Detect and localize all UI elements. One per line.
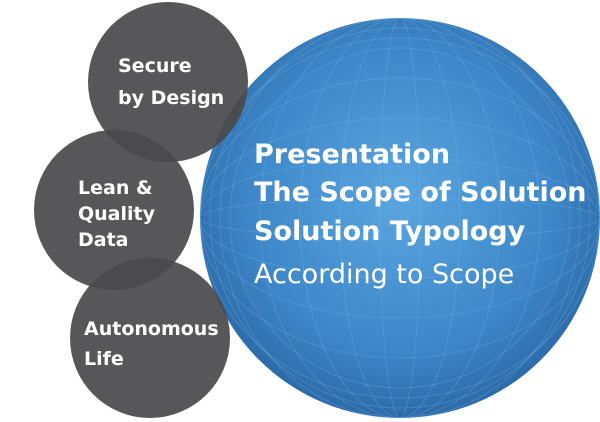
bubble-3-line-2: Life <box>84 348 124 370</box>
bubble-shape <box>70 258 230 418</box>
globe-line-3: Solution Typology <box>254 216 526 247</box>
bubble-shape <box>88 2 248 162</box>
globe-line-1: Presentation <box>254 139 450 170</box>
bubble-lean-quality-data: Lean & Quality Data <box>34 130 194 290</box>
bubble-1-line-2: by Design <box>118 87 224 109</box>
bubble-3-line-1: Autonomous <box>84 318 219 340</box>
bubble-2-line-2: Quality <box>78 203 156 225</box>
bubble-autonomous-life: Autonomous Life <box>70 258 230 418</box>
bubble-secure-by-design: Secure by Design <box>88 2 248 162</box>
bubble-shape <box>34 130 194 290</box>
globe-subtitle: According to Scope <box>254 259 514 290</box>
bubble-2-line-3: Data <box>78 229 129 251</box>
globe-line-2: The Scope of Solution <box>254 177 587 208</box>
globe-grid <box>200 18 600 418</box>
globe: Presentation The Scope of Solution Solut… <box>200 18 600 418</box>
bubble-1-line-1: Secure <box>118 55 192 77</box>
globe-sphere <box>200 18 600 418</box>
bubble-2-line-1: Lean & <box>78 177 153 199</box>
